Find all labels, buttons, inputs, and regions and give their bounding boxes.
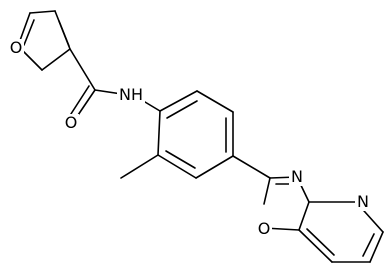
amide-group xyxy=(68,48,161,122)
carbonyl-oxygen-label: O xyxy=(63,113,79,132)
oxazole-nitrogen-label: N xyxy=(289,167,305,186)
svg-text:NH: NH xyxy=(119,85,143,104)
amide-nitrogen-label: NH xyxy=(117,85,145,104)
methyl-group xyxy=(120,154,159,179)
svg-text:N: N xyxy=(357,192,369,211)
benzene-ring xyxy=(157,90,234,179)
svg-text:O: O xyxy=(10,38,23,57)
svg-text:N: N xyxy=(291,167,303,186)
furan-oxygen-label: O xyxy=(8,38,24,57)
furan-ring xyxy=(17,10,71,71)
pyridine-nitrogen-label: N xyxy=(355,192,371,211)
oxazole-oxygen-label: O xyxy=(256,219,272,238)
svg-text:O: O xyxy=(258,219,271,238)
svg-text:O: O xyxy=(65,113,78,132)
